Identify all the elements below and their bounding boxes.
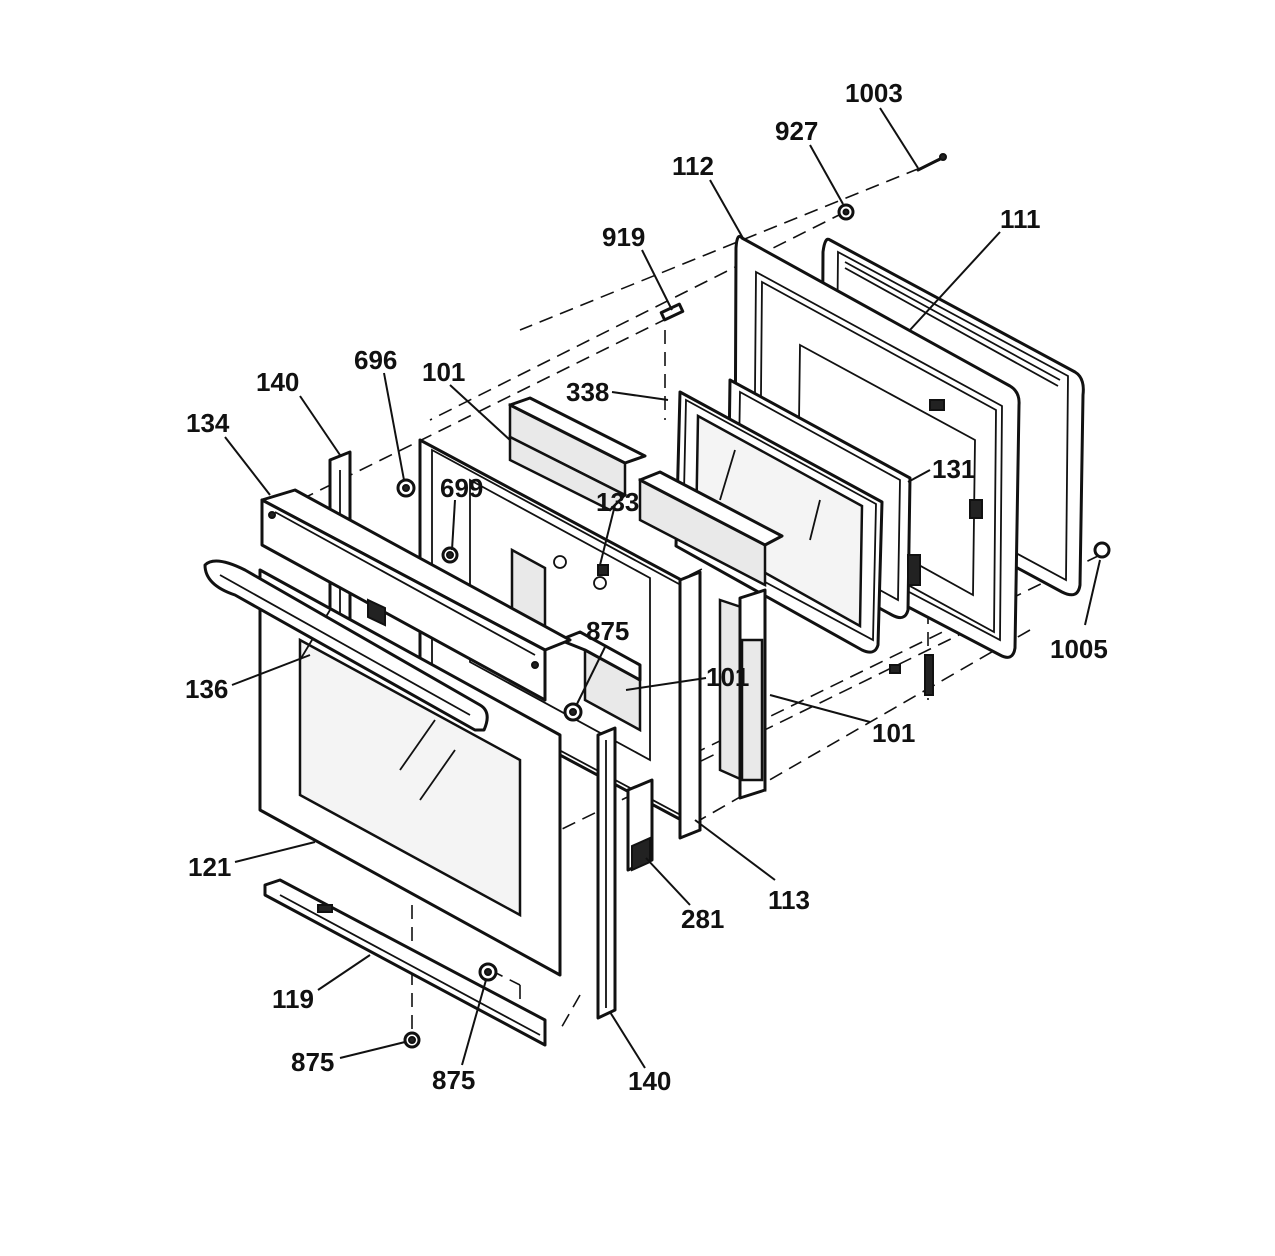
callout-121: 121 bbox=[188, 852, 231, 882]
callout-927: 927 bbox=[775, 116, 818, 146]
callout-113: 113 bbox=[768, 885, 810, 915]
callout-133: 133 bbox=[596, 487, 639, 517]
callout-101-right: 101 bbox=[872, 718, 915, 748]
front-glass-121 bbox=[258, 568, 562, 977]
callout-101-upper: 101 bbox=[422, 357, 465, 387]
callout-119: 119 bbox=[272, 984, 314, 1014]
callout-875-lower-left: 875 bbox=[291, 1047, 334, 1077]
screw-1005 bbox=[1093, 541, 1111, 559]
hinge-281 bbox=[626, 778, 654, 872]
callout-875-lower-right: 875 bbox=[432, 1065, 475, 1095]
callout-140-upper: 140 bbox=[256, 367, 299, 397]
bottom-trim-119 bbox=[263, 878, 547, 1047]
callout-919: 919 bbox=[602, 222, 645, 252]
callout-131: 131 bbox=[932, 454, 975, 484]
callout-112: 112 bbox=[672, 151, 714, 181]
pin-919 bbox=[659, 302, 685, 322]
door-handle-136 bbox=[203, 559, 489, 732]
inner-glass-338 bbox=[674, 390, 884, 654]
vent-trim-134 bbox=[260, 488, 572, 702]
callout-136: 136 bbox=[185, 674, 228, 704]
door-channel-140-right bbox=[596, 726, 617, 1020]
fasteners bbox=[396, 153, 1111, 1049]
callout-338: 338 bbox=[566, 377, 609, 407]
callout-1005: 1005 bbox=[1050, 634, 1108, 664]
callout-1003: 1003 bbox=[845, 78, 903, 108]
callout-111: 111 bbox=[1000, 204, 1041, 234]
callout-140-lower: 140 bbox=[628, 1066, 671, 1096]
callout-875-upper: 875 bbox=[586, 616, 629, 646]
callout-134: 134 bbox=[186, 408, 230, 438]
leader-lines bbox=[224, 107, 1101, 1069]
callout-labels: 1003 927 112 111 919 338 696 101 140 134… bbox=[185, 78, 1108, 1096]
callout-699: 699 bbox=[440, 473, 483, 503]
screw-1003 bbox=[916, 156, 944, 172]
side-bracket-113 bbox=[678, 570, 767, 840]
callout-281: 281 bbox=[681, 904, 724, 934]
insulation-101-upper bbox=[508, 396, 647, 512]
callout-696: 696 bbox=[354, 345, 397, 375]
callout-101-mid: 101 bbox=[706, 662, 749, 692]
